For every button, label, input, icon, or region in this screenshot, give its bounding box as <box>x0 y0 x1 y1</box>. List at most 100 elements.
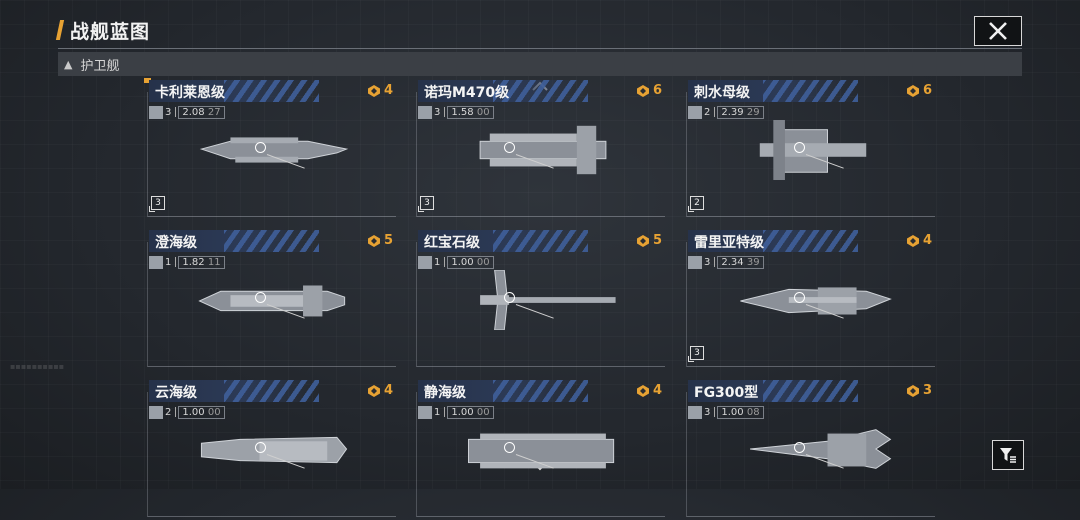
ship-cost: 4 <box>367 83 393 98</box>
ship-card[interactable]: 刺水母级 6 2 2.39 29 2 <box>686 80 936 220</box>
ship-stat-value: 2.34 39 <box>717 255 764 269</box>
stat-dim: 39 <box>746 256 760 268</box>
ship-cost: 5 <box>367 233 393 248</box>
filter-button[interactable] <box>992 440 1024 470</box>
ship-stats: 3 2.08 27 <box>149 105 225 119</box>
ship-name-bar: 诺玛M470级 <box>418 80 588 102</box>
weapon-slot-marker[interactable] <box>255 442 266 453</box>
ship-card[interactable]: 澄海级 5 1 1.82 11 <box>147 230 397 370</box>
ship-name-bar: 卡利莱恩级 <box>149 80 319 102</box>
card-frame <box>686 242 935 367</box>
ship-stats: 1 1.00 00 <box>418 255 494 269</box>
ship-stat-value: 1.00 00 <box>178 405 225 419</box>
ship-cost-value: 4 <box>652 383 662 398</box>
ship-class-icon <box>418 405 432 419</box>
card-frame <box>147 242 396 367</box>
close-icon <box>989 22 1007 40</box>
blueprint-cost-icon <box>367 234 380 247</box>
weapon-slot-marker[interactable] <box>504 442 515 453</box>
title-divider <box>58 48 1022 49</box>
background-decoration: ▪▪▪▪▪▪▪▪▪▪ <box>10 362 65 371</box>
ship-class-icon <box>688 405 702 419</box>
stat-dim: 00 <box>476 406 490 418</box>
category-label: 护卫舰 <box>80 58 120 74</box>
ship-stat-value: 2.08 27 <box>178 105 225 119</box>
weapon-slot-marker[interactable] <box>794 442 805 453</box>
weapon-slot-marker[interactable] <box>504 292 515 303</box>
weapon-slot-marker[interactable] <box>255 142 266 153</box>
ship-stat-value: 1.00 08 <box>717 405 764 419</box>
weapon-slot-marker[interactable] <box>794 142 805 153</box>
ship-stats: 3 1.00 08 <box>688 405 764 419</box>
ship-stats: 2 1.00 00 <box>149 405 225 419</box>
card-frame <box>686 92 935 217</box>
weapon-slot-marker[interactable] <box>255 292 266 303</box>
name-bar-stripes <box>493 380 588 402</box>
card-frame <box>147 92 396 217</box>
ship-cost: 6 <box>636 83 662 98</box>
category-header-frigate[interactable]: ▲ 护卫舰 <box>58 52 1022 76</box>
ship-stat-value: 1.82 11 <box>178 255 225 269</box>
ship-stats: 3 2.34 39 <box>688 255 764 269</box>
stat-main: 2.39 <box>721 106 744 118</box>
weapon-slot-marker[interactable] <box>504 142 515 153</box>
ship-name-bar: 雷里亚特级 <box>688 230 858 252</box>
ship-card[interactable]: FG300型 3 3 1.00 08 <box>686 380 936 520</box>
ship-cost-value: 6 <box>922 83 932 98</box>
stat-main: 1.00 <box>451 406 474 418</box>
ship-card[interactable]: 雷里亚特级 4 3 2.34 39 3 <box>686 230 936 370</box>
name-bar-stripes <box>763 380 858 402</box>
ship-name: 澄海级 <box>155 235 197 251</box>
stat-main: 1.00 <box>182 406 205 418</box>
ship-card[interactable]: 红宝石级 5 1 1.00 00 <box>416 230 666 370</box>
stat-separator <box>175 107 177 117</box>
ship-count: 1 <box>165 256 172 268</box>
ship-silhouette <box>740 287 892 315</box>
ship-cost-value: 6 <box>652 83 662 98</box>
ship-cost-value: 4 <box>922 233 932 248</box>
stat-dim: 27 <box>207 106 221 118</box>
name-bar-stripes <box>224 230 319 252</box>
name-bar-stripes <box>224 380 319 402</box>
ship-class-icon <box>418 255 432 269</box>
ship-silhouette <box>200 436 348 464</box>
ship-card[interactable]: 诺玛M470级 6 3 1.58 00 3 <box>416 80 666 220</box>
ship-count: 3 <box>704 406 711 418</box>
ship-name: 雷里亚特级 <box>694 235 764 251</box>
ship-stats: 3 1.58 00 <box>418 105 494 119</box>
stat-separator <box>714 257 716 267</box>
ship-name-bar: 澄海级 <box>149 230 319 252</box>
ship-name: FG300型 <box>694 385 759 401</box>
stat-dim: 00 <box>476 256 490 268</box>
weapon-slot-marker[interactable] <box>794 292 805 303</box>
name-bar-stripes <box>493 230 588 252</box>
ship-silhouette <box>199 137 349 163</box>
blueprint-cost-icon <box>906 234 919 247</box>
stat-separator <box>444 257 446 267</box>
ship-card[interactable]: 静海级 4 1 1.00 00 <box>416 380 666 520</box>
ship-cost-value: 5 <box>383 233 393 248</box>
ship-cost-value: 5 <box>652 233 662 248</box>
ship-cost: 6 <box>906 83 932 98</box>
filter-icon <box>1000 448 1016 463</box>
ship-level-badge: 2 <box>688 196 704 212</box>
stat-dim: 08 <box>746 406 760 418</box>
ship-count: 2 <box>165 406 172 418</box>
ship-card[interactable]: 云海级 4 2 1.00 00 <box>147 380 397 520</box>
ship-name-bar: 刺水母级 <box>688 80 858 102</box>
ship-cost-value: 4 <box>383 83 393 98</box>
ship-level-badge: 3 <box>688 346 704 362</box>
ship-class-icon <box>688 255 702 269</box>
ship-level-badge: 3 <box>149 196 165 212</box>
ship-silhouette <box>479 125 607 175</box>
stat-main: 1.00 <box>451 256 474 268</box>
stat-dim: 11 <box>207 256 221 268</box>
selection-marker <box>144 78 151 83</box>
ship-card[interactable]: 卡利莱恩级 4 3 2.08 27 3 <box>147 80 397 220</box>
ship-stat-value: 1.00 00 <box>447 405 494 419</box>
triangle-up-icon: ▲ <box>64 57 73 71</box>
ship-name-bar: 静海级 <box>418 380 588 402</box>
close-button[interactable] <box>974 16 1022 46</box>
card-frame <box>416 92 665 217</box>
name-bar-stripes <box>763 80 858 102</box>
